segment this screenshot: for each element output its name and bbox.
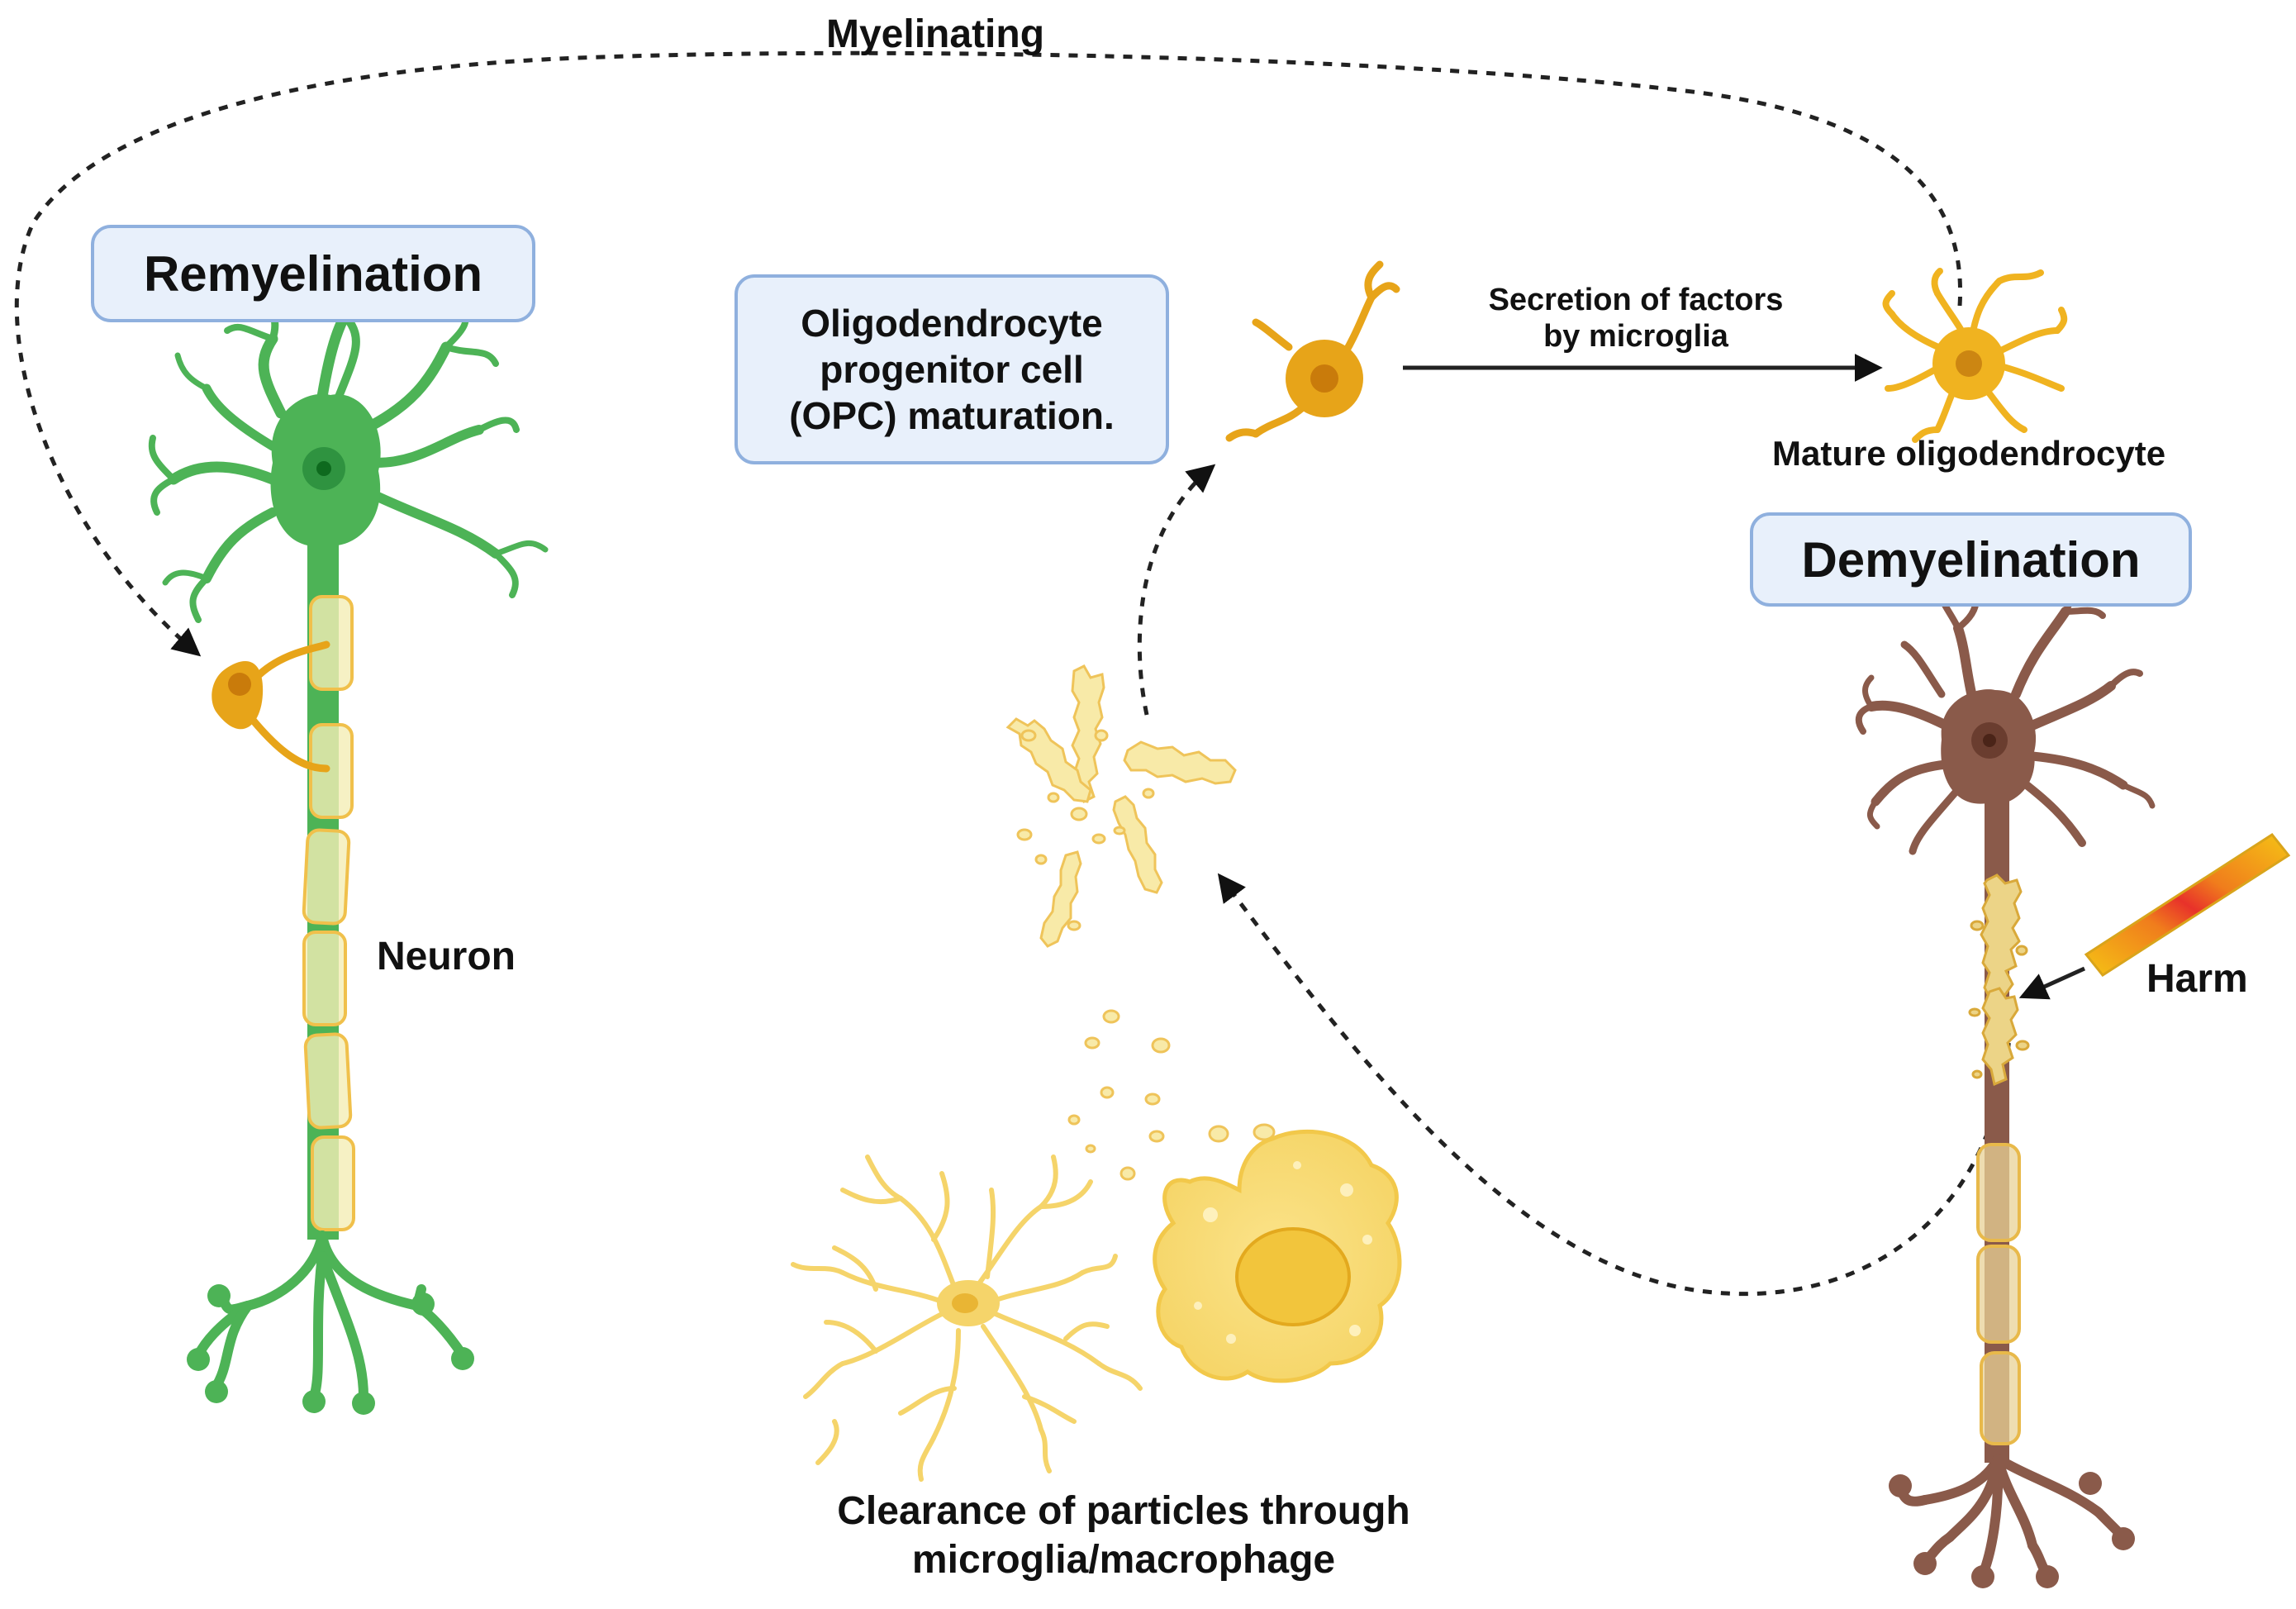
clearance-line-1: Clearance of particles through — [837, 1489, 1410, 1533]
remyelination-box: Remyelination — [91, 225, 535, 322]
harm-rod-icon — [2084, 833, 2291, 977]
clearance-line-2: microglia/macrophage — [911, 1537, 1336, 1582]
myelin-debris-icon — [1005, 664, 1276, 1181]
demyelination-title: Demyelination — [1801, 531, 2141, 588]
opc-cell-icon — [1225, 260, 1400, 442]
opc-line-1: Oligodendrocyte — [801, 301, 1103, 345]
neuron-label: Neuron — [377, 935, 516, 978]
secretion-line-1: Secretion of factors — [1488, 283, 1784, 317]
harm-label: Harm — [2146, 957, 2248, 1001]
myelinating-label: Myelinating — [826, 12, 1045, 56]
demyelination-box: Demyelination — [1750, 512, 2192, 607]
clearance-label: Clearance of particles through microglia… — [793, 1488, 1454, 1584]
healthy-neuron-icon — [148, 245, 549, 1415]
remyelination-title: Remyelination — [143, 245, 483, 302]
mature-oligodendrocyte-label: Mature oligodendrocyte — [1772, 434, 2166, 473]
mature-oligodendrocyte-icon — [1882, 268, 2068, 443]
myelinating-arrow — [14, 50, 1963, 657]
microglia-icon — [791, 1154, 1143, 1482]
macrophage-icon — [1153, 1129, 1402, 1383]
debris-to-opc-arrow — [1137, 464, 1216, 716]
secretion-label: Secretion of factors by microglia — [1405, 283, 1867, 355]
damaged-neuron-icon — [1855, 567, 2156, 1588]
opc-line-2: progenitor cell — [820, 347, 1084, 391]
opc-maturation-box: Oligodendrocyte progenitor cell (OPC) ma… — [734, 274, 1169, 464]
secretion-line-2: by microglia — [1543, 318, 1728, 354]
opc-line-3: (OPC) maturation. — [789, 394, 1115, 438]
oligodendrocyte-icon — [212, 640, 330, 773]
harm-arrow — [2018, 966, 2086, 1000]
